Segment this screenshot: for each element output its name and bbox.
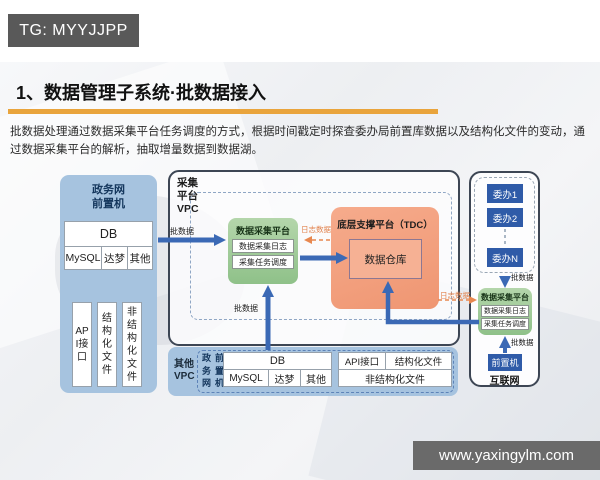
- api-interface-box: API接口: [72, 302, 92, 387]
- batch-data-label-left: 批数据: [170, 227, 194, 236]
- structured-file-box: 结构化文件: [385, 352, 452, 370]
- collect-log-box: 数据采集日志: [481, 304, 529, 317]
- gov-file-boxes: API接口 结构化文件 非结构化文件: [72, 302, 142, 387]
- tdc-title: 底层支撑平台（TDC）: [337, 220, 433, 231]
- log-data-label-left: 日志数据: [301, 225, 331, 234]
- db-type-row: MySQL 达梦 其他: [64, 246, 153, 270]
- db-type-other: 其他: [300, 369, 332, 387]
- data-warehouse-box: 数据仓库: [349, 239, 422, 279]
- collect-vpc-dashed-zone: [190, 192, 452, 320]
- api-interface-box: API接口: [338, 352, 386, 370]
- tdc-support-platform: 底层支撑平台（TDC） 数据仓库: [331, 207, 439, 309]
- internet-data-collect-platform: 数据采集平台 数据采集日志 采集任务调度: [478, 288, 532, 335]
- data-collect-platform: 数据采集平台 数据采集日志 采集任务调度: [228, 218, 298, 284]
- db-type-mysql: MySQL: [64, 246, 102, 270]
- structured-file-box: 结构化文件: [97, 302, 117, 387]
- batch-data-label-right-bottom: 批数据: [511, 338, 534, 347]
- other-vpc-label: 其他 VPC: [174, 359, 195, 382]
- front-machine-box: 前置机: [488, 354, 522, 371]
- unstructured-file-box: 非结构化文件: [338, 369, 452, 387]
- collect-schedule-box: 采集任务调度: [232, 255, 294, 269]
- website-watermark: www.yaxingylm.com: [413, 441, 600, 470]
- db-box: DB: [64, 221, 153, 247]
- db-box: DB: [223, 352, 332, 370]
- batch-data-label-right-top: 批数据: [511, 273, 534, 282]
- other-vpc-file-group: API接口 结构化文件 非结构化文件: [338, 352, 452, 387]
- batch-data-label-bottom: 批数据: [234, 304, 258, 313]
- page-title: 1、数据管理子系统·批数据接入: [16, 83, 267, 103]
- other-vpc-dashed-zone: [197, 350, 454, 393]
- collect-log-box: 数据采集日志: [232, 239, 294, 253]
- db-type-mysql: MySQL: [223, 369, 269, 387]
- log-data-label-right: 日志数据: [440, 291, 470, 300]
- db-type-other: 其他: [127, 246, 153, 270]
- title-underline: [8, 109, 438, 114]
- collect-schedule-box: 采集任务调度: [481, 318, 529, 330]
- tg-watermark: TG: MYYJJPP: [8, 14, 139, 47]
- gov-db-group: DB MySQL 达梦 其他: [64, 221, 153, 270]
- db-type-dameng: 达梦: [101, 246, 128, 270]
- intro-paragraph: 批数据处理通过数据采集平台任务调度的方式，根据时间戳定时探查委办局前置库数据以及…: [10, 126, 585, 156]
- committee-n-box: 委办N: [487, 248, 523, 267]
- committee-1-box: 委办1: [487, 184, 523, 203]
- db-type-row: MySQL 达梦 其他: [223, 369, 332, 387]
- unstructured-file-box: 非结构化文件: [122, 302, 142, 387]
- front-machine-vertical-label: 前置机: [214, 353, 224, 388]
- other-vpc-gov-front-labels: 政务网 前置机: [201, 352, 225, 390]
- data-collect-platform-title: 数据采集平台: [235, 226, 290, 236]
- db-type-dameng: 达梦: [268, 369, 301, 387]
- data-collect-platform-title: 数据采集平台: [481, 293, 529, 302]
- committee-dashed-zone: [474, 177, 535, 273]
- gov-network-front-title: 政务网 前置机: [92, 184, 125, 210]
- other-vpc-db-group: DB MySQL 达梦 其他: [223, 352, 332, 387]
- internet-label: 互联网: [489, 376, 520, 387]
- api-structured-row: API接口 结构化文件: [338, 352, 452, 370]
- gov-network-vertical-label: 政务网: [201, 353, 211, 388]
- committee-2-box: 委办2: [487, 208, 523, 227]
